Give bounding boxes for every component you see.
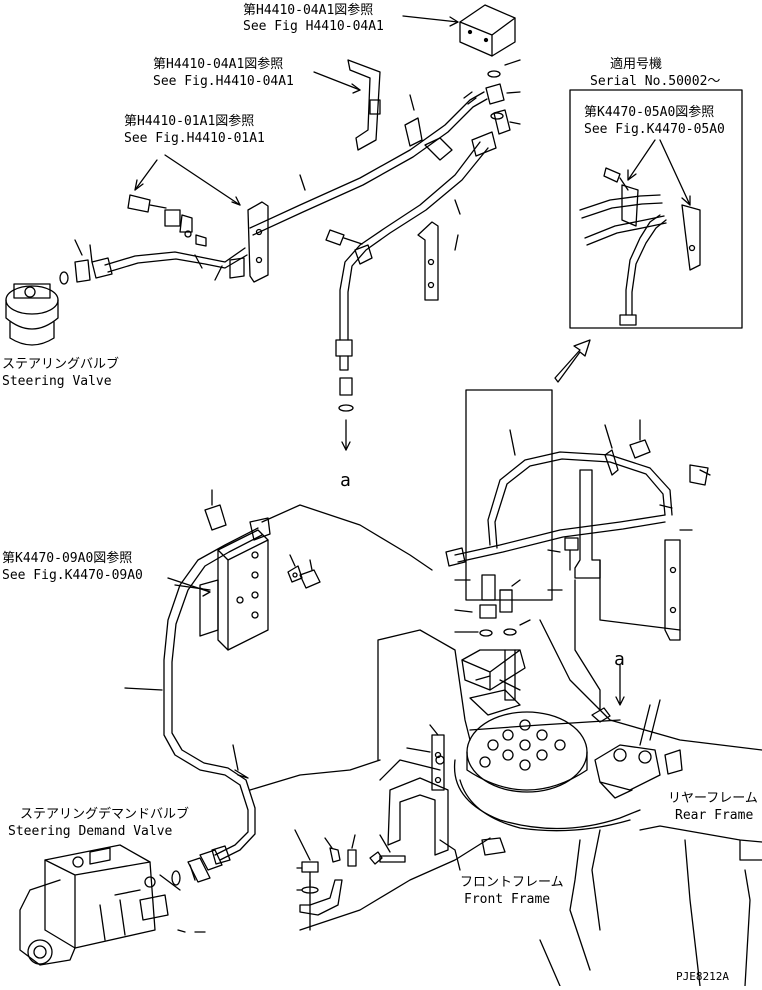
front-frame-label-en: Front Frame	[464, 892, 550, 907]
serial-label-jp: 適用号機	[610, 56, 662, 72]
demand-valve-label-en: Steering Demand Valve	[8, 824, 173, 839]
hose-clamp-upper	[404, 117, 453, 161]
clip-and-nut	[204, 504, 321, 589]
hose-lower-long	[454, 451, 673, 563]
turntable	[453, 711, 641, 832]
callout-ticks	[294, 724, 439, 891]
fittings-top-stack	[485, 59, 521, 135]
hose-left-upper	[104, 247, 248, 273]
ref-h4410-04a1-en: See Fig.H4410-04A1	[153, 74, 294, 89]
bracket-left-upper	[247, 201, 269, 283]
block-fitting-top	[459, 4, 516, 57]
clamp-parts-left	[127, 194, 245, 279]
steering-valve-label-en: Steering Valve	[2, 374, 112, 389]
bracket-upper	[347, 59, 381, 151]
connector-a-bottom: a	[614, 649, 625, 670]
ref-h4410-04a1-top-en: See Fig H4410-04A1	[243, 19, 384, 34]
hose-middle	[335, 131, 497, 371]
bracket-middle	[417, 221, 439, 301]
inset-frame	[569, 89, 743, 329]
ref-k4470-09a0-jp: 第K4470-09A0図参照	[2, 550, 132, 566]
small-clamp	[591, 707, 611, 723]
ref-k4470-05a0-en: See Fig.K4470-05A0	[584, 122, 725, 137]
ref-h4410-04a1-top-jp: 第H4410-04A1図参照	[243, 2, 373, 18]
frame-edge	[261, 504, 433, 571]
demand-valve-label-jp: ステアリングデマンドバルブ	[20, 806, 189, 822]
inset-detail	[579, 167, 701, 326]
steering-valve-label-jp: ステアリングバルブ	[2, 356, 119, 372]
ref-k4470-09a0-en: See Fig.K4470-09A0	[2, 568, 143, 583]
callout-ticks	[454, 419, 711, 681]
hose-upper	[249, 91, 488, 236]
bracket-front	[387, 734, 506, 856]
front-frame-label-jp: フロントフレーム	[460, 875, 564, 890]
serial-label-en: Serial No.50002～	[590, 74, 720, 89]
fittings-to-a	[338, 377, 354, 451]
hose-left-lower	[163, 517, 271, 861]
ref-h4410-04a1-jp: 第H4410-04A1図参照	[153, 56, 283, 72]
drawing-code: PJE8212A	[676, 970, 729, 983]
bolts-lower	[499, 537, 579, 591]
bracket-left-lower	[199, 529, 269, 651]
leader-line	[402, 15, 459, 23]
connector-a-top: a	[340, 470, 351, 491]
ref-h4410-01a1-jp: 第H4410-01A1図参照	[124, 113, 254, 129]
arrow-a	[615, 664, 625, 706]
rear-frame-label-jp: リヤーフレーム	[668, 791, 758, 806]
valve-lower-right	[594, 744, 683, 799]
rear-frame	[377, 559, 762, 861]
fittings-left-upper	[59, 257, 113, 285]
ref-h4410-01a1-en: See Fig.H4410-01A1	[124, 131, 265, 146]
rear-frame-label-en: Rear Frame	[675, 808, 753, 823]
steering-valve-part	[5, 283, 59, 346]
front-frame	[249, 759, 751, 987]
fittings-demand	[171, 845, 231, 886]
detail-box	[465, 389, 553, 601]
small-parts-front	[299, 847, 406, 916]
callout-ticks	[124, 489, 313, 779]
bolts-middle	[325, 229, 373, 265]
bracket-lower-right	[574, 439, 709, 641]
callout-ticks	[159, 864, 206, 933]
ref-k4470-05a0-jp: 第K4470-05A0図参照	[584, 104, 714, 120]
demand-valve-part	[19, 844, 169, 966]
leader-line	[134, 159, 158, 191]
leader-line	[627, 139, 691, 206]
leader-line	[574, 579, 601, 711]
pointer-arrow	[554, 339, 591, 383]
